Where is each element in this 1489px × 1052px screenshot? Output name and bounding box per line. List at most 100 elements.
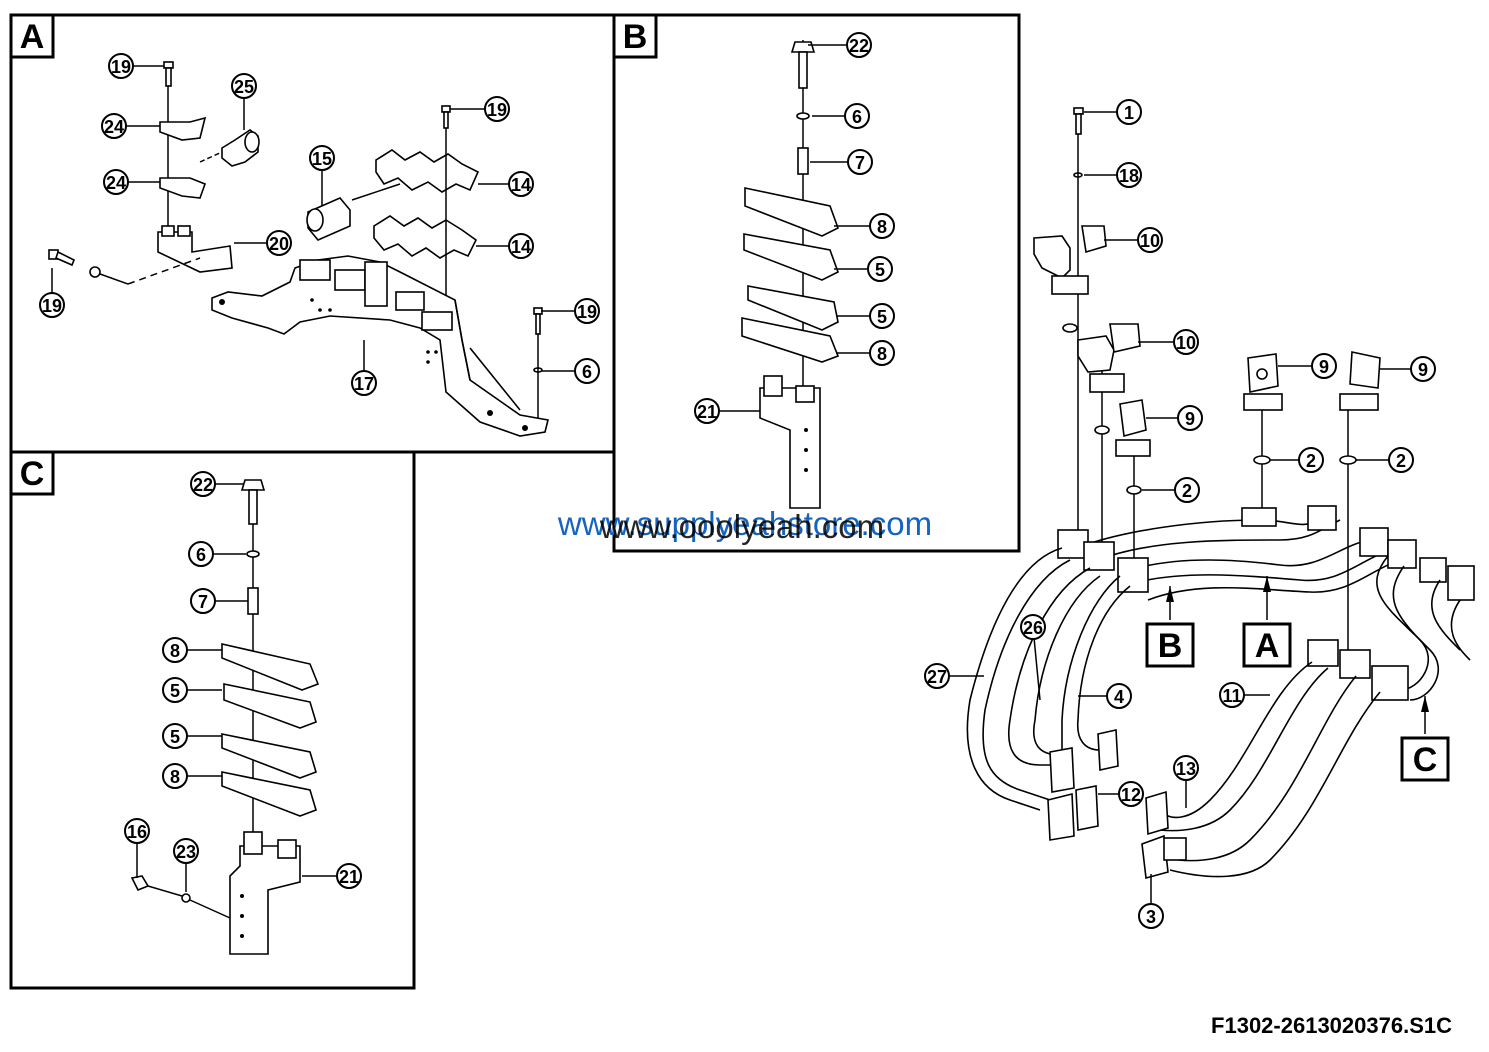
callout-number: 21 [697,402,717,422]
callout-number: 19 [111,57,131,77]
callout-number: 24 [104,117,124,137]
callout-number: 6 [582,362,592,382]
panel-a-label-box: A [9,13,55,59]
callout-5: 5 [162,677,222,703]
callout-circle [844,103,870,129]
drawing-code: F1302-2613020376.S1C [1211,1013,1452,1038]
callout-number: 2 [1182,481,1192,501]
view-marker-a: A [1242,576,1292,668]
callout-circle [1388,447,1414,473]
callout-number: 11 [1222,686,1241,706]
callout-5: 5 [834,256,893,282]
callout-number: 6 [852,107,862,127]
callout-number: 8 [877,217,887,237]
callout-10: 10 [1138,329,1199,355]
callout-circle [39,292,65,318]
callout-5: 5 [162,723,222,749]
callout-circle [124,818,150,844]
view-marker-a-label: A [1255,627,1280,665]
panel-a-drawing [48,61,549,437]
callout-8: 8 [162,637,222,663]
callout-circle [162,763,188,789]
callout-circle [1311,353,1337,379]
callout-8: 8 [162,763,222,789]
callout-number: 6 [196,545,206,565]
view-marker-c: C [1400,696,1450,782]
callout-26: 26 [1020,614,1046,701]
callout-circle [574,298,600,324]
panel-b-frame [612,13,1021,553]
callout-number: 2 [1306,451,1316,471]
callout-circle [1219,682,1245,708]
callout-23: 23 [173,838,199,892]
callout-circle [162,637,188,663]
callout-2: 2 [1356,447,1414,473]
callout-circle [867,256,893,282]
callout-number: 24 [106,173,126,193]
callout-circle [351,370,377,396]
callout-14: 14 [478,171,534,197]
callout-circle [1116,162,1142,188]
callout-number: 22 [193,475,213,495]
callout-circle [1173,329,1199,355]
callout-20: 20 [234,230,292,256]
callout-9: 9 [1278,353,1337,379]
callout-circle [1118,781,1144,807]
panel-b-label-box: B [612,13,658,59]
callout-circle [173,838,199,864]
callout-number: 2 [1396,451,1406,471]
callout-8: 8 [834,213,895,239]
callout-circle [484,96,510,122]
callout-12: 12 [1098,781,1144,807]
callout-11: 11 [1219,682,1270,708]
view-marker-c-label: C [1413,741,1438,779]
callout-number: 15 [312,149,332,169]
callout-2: 2 [1142,477,1200,503]
callout-6: 6 [812,103,870,129]
panel-c-frame [9,450,416,990]
callout-number: 27 [927,667,947,687]
callout-number: 19 [487,100,507,120]
main-assembly-drawing [966,107,1475,880]
callout-circle [846,32,872,58]
panel-c-label: C [20,455,45,493]
callout-19: 19 [108,53,164,79]
callout-number: 8 [170,767,180,787]
callout-8: 8 [836,340,895,366]
callout-22: 22 [190,471,244,497]
callout-circle [1020,614,1046,640]
callout-27: 27 [924,663,984,689]
callout-circle [1410,356,1436,382]
callout-number: 25 [234,77,254,97]
callout-number: 9 [1185,409,1195,429]
callout-19: 19 [39,268,65,318]
callout-number: 26 [1023,618,1043,638]
callout-circle [869,213,895,239]
callout-number: 12 [1121,785,1141,805]
callout-16: 16 [124,818,150,878]
callout-number: 21 [339,867,359,887]
callout-circle [1138,903,1164,929]
callout-17: 17 [351,340,377,396]
callout-22: 22 [808,32,872,58]
callout-circle [869,303,895,329]
panel-a-label: A [20,18,45,56]
callout-9: 9 [1380,356,1436,382]
callout-24: 24 [101,113,160,139]
view-marker-b-label: B [1158,627,1183,665]
callout-number: 16 [127,822,147,842]
callout-circle [309,145,335,171]
panel-c-callouts: 22 6 7 8 5 5 8 16 23 21 [124,471,362,892]
callout-number: 10 [1176,333,1196,353]
watermark-black: www.ooolyeah.com [599,508,884,545]
callout-circle [1106,683,1132,709]
callout-2: 2 [1270,447,1324,473]
panel-b-drawing [741,40,840,509]
callout-7: 7 [190,588,248,614]
callout-circle [924,663,950,689]
callout-9: 9 [1146,405,1203,431]
watermark-blue: www.supplyeahstore.com [557,505,932,542]
